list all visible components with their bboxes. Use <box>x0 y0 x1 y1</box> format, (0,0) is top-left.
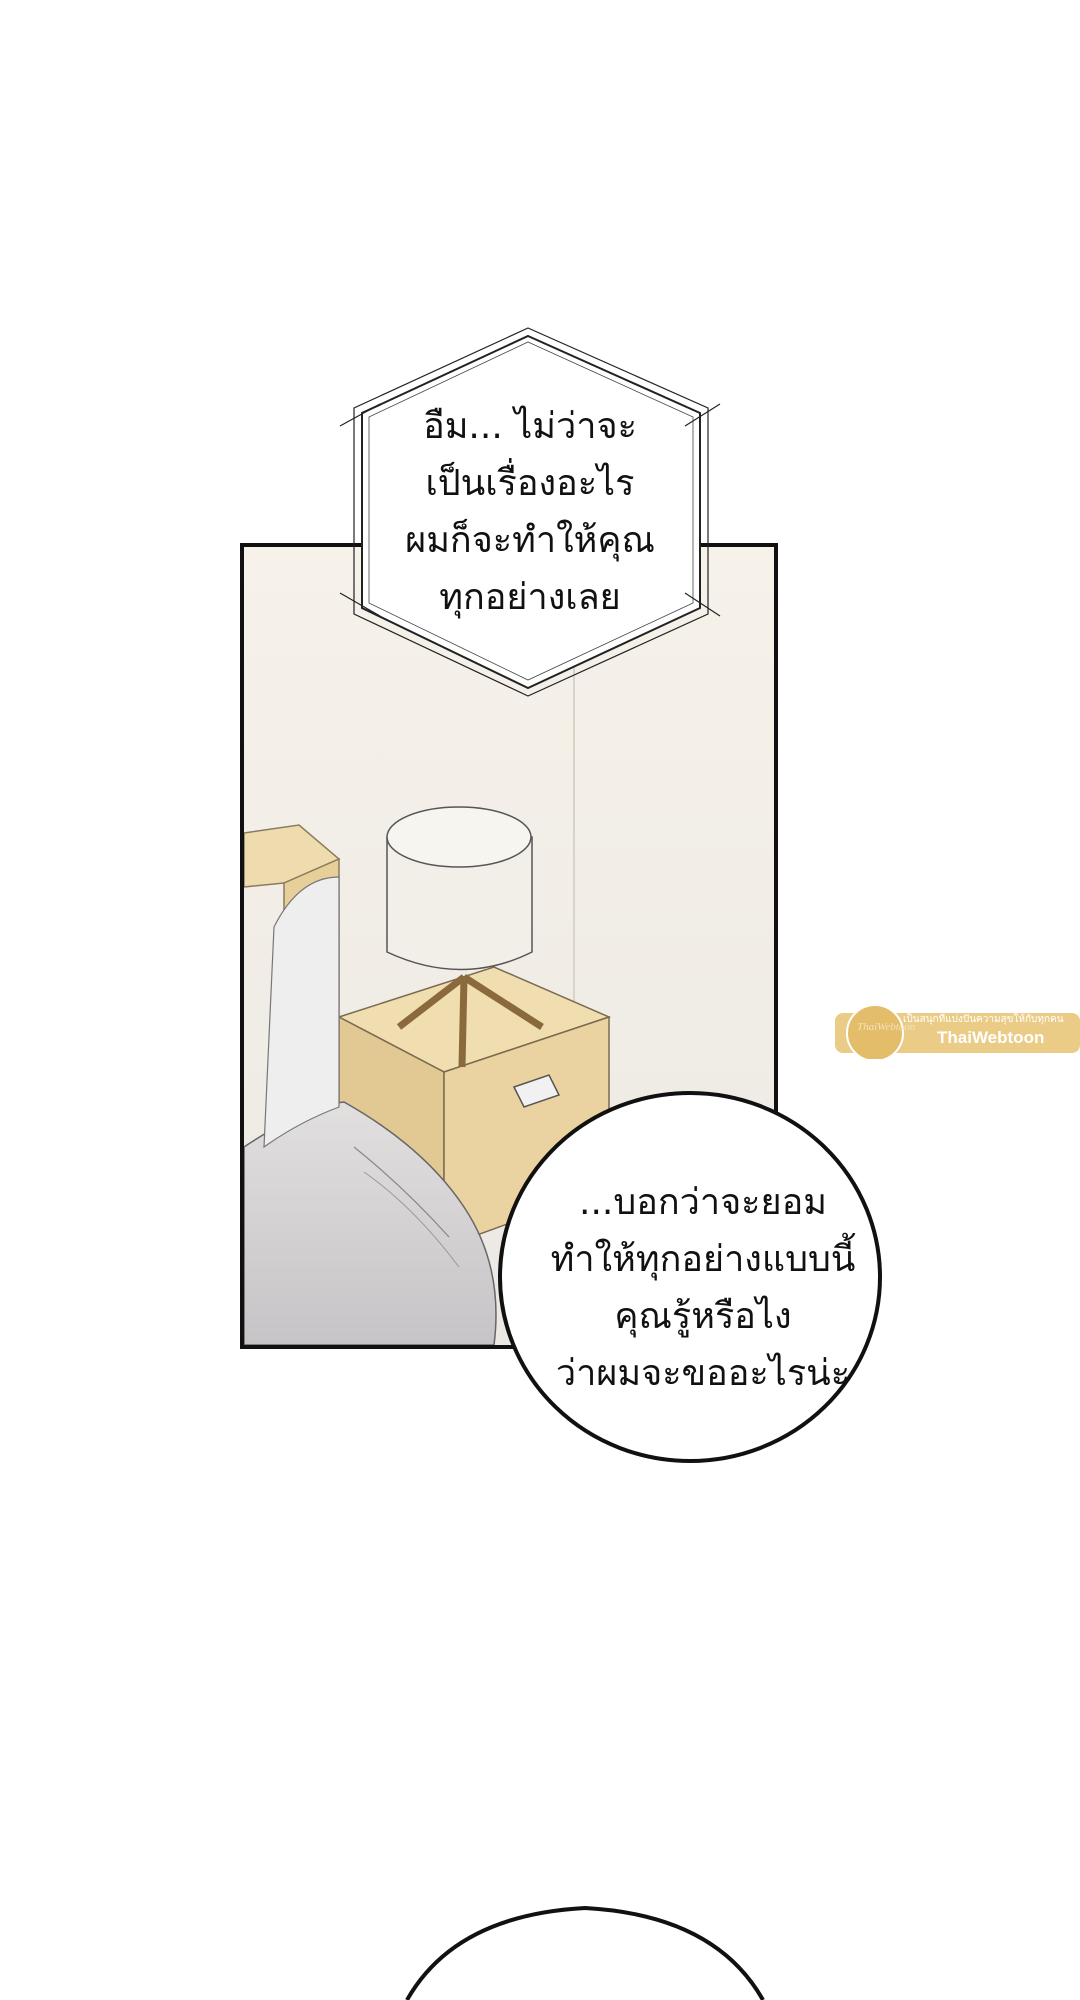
round-line-3: คุณรู้หรือไง <box>614 1296 792 1337</box>
round-bubble-text: ...บอกว่าจะยอม ทำให้ทุกอย่างแบบนี้ คุณรู… <box>508 1174 898 1402</box>
round-line-2: ทำให้ทุกอย่างแบบนี้ <box>550 1239 856 1280</box>
hexagon-bubble-text: อืม... ไม่ว่าจะ เป็นเรื่องอะไร ผมก็จะทำใ… <box>360 398 700 626</box>
round-line-4: ว่าผมจะขออะไรน่ะ <box>555 1353 851 1394</box>
hexagon-bubble <box>339 327 721 697</box>
watermark-badge <box>835 1004 1080 1059</box>
watermark-brand: ThaiWebtoon <box>937 1028 1045 1047</box>
next-bubble-edge <box>405 1905 765 2000</box>
bedroom-illustration <box>244 547 774 1345</box>
round-line-1: ...บอกว่าจะยอม <box>579 1182 827 1223</box>
watermark-tagline: เป็นสนุกที่แบ่งปันความสุขให้กับทุกคน <box>903 1014 1064 1025</box>
hexagon-line-3: ผมก็จะทำให้คุณ <box>405 520 655 561</box>
bed-sheet <box>244 876 497 1345</box>
thaiwebtoon-watermark: ThaiWebtoon เป็นสนุกที่แบ่งปันความสุขให้… <box>835 1003 1080 1059</box>
table-lamp <box>386 806 544 1068</box>
hexagon-line-4: ทุกอย่างเลย <box>439 577 621 618</box>
hexagon-line-1: อืม... ไม่ว่าจะ <box>423 406 637 447</box>
watermark-logo-text: ThaiWebtoon <box>857 1021 916 1033</box>
round-bubble <box>498 1091 882 1463</box>
hexagon-line-2: เป็นเรื่องอะไร <box>425 463 635 504</box>
